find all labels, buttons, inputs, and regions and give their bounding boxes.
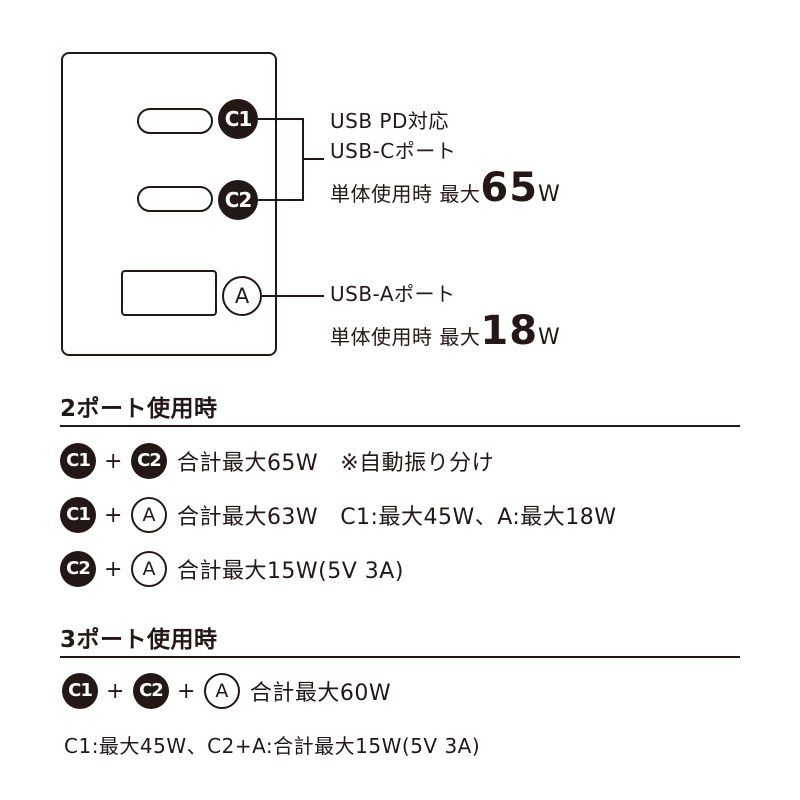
- c1-badge: C1: [62, 673, 98, 709]
- three-port-footnote: C1:最大45W、C2+A:合計最大15W(5V 3A): [64, 734, 481, 758]
- usb-c-spec-line3: 単体使用時 最大65W: [330, 165, 561, 211]
- usb-a-spec-line1: USB-Aポート: [330, 282, 456, 306]
- combo-row-c1-a: C1 + A 合計最大63W C1:最大45W、A:最大18W: [60, 497, 617, 533]
- combo-note: C1:最大45W、A:最大18W: [340, 505, 617, 530]
- connector-c-spec: [302, 158, 324, 160]
- c2-badge: C2: [130, 443, 167, 479]
- a-badge: A: [203, 673, 240, 709]
- c1-badge: C1: [218, 99, 258, 139]
- combo-row-all: C1 + C2 + A 合計最大60W: [62, 673, 391, 709]
- two-port-title: 2ポート使用時: [60, 396, 218, 422]
- connector-a: [262, 295, 324, 297]
- combo-row-c1-c2: C1 + C2 合計最大65W ※自動振り分け: [60, 443, 494, 479]
- two-port-divider: [60, 425, 740, 427]
- combo-desc: 合計最大65W: [176, 451, 319, 476]
- connector-c2: [258, 199, 304, 201]
- usb-a-port: [121, 270, 217, 316]
- combo-desc: 合計最大63W: [176, 505, 319, 530]
- usb-a-max-value: 18: [480, 308, 539, 354]
- combo-desc: 合計最大60W: [249, 681, 392, 706]
- a-badge: A: [222, 276, 262, 316]
- a-badge: A: [130, 497, 167, 533]
- combo-row-c2-a: C2 + A 合計最大15W(5V 3A): [60, 551, 404, 587]
- usb-c-port-2: [137, 186, 213, 212]
- usb-a-spec-line2: 単体使用時 最大18W: [330, 308, 561, 354]
- usb-c-spec: USB PD対応 USB-Cポート 単体使用時 最大65W: [330, 109, 561, 212]
- combo-note: ※自動振り分け: [340, 451, 495, 476]
- combo-desc: 合計最大15W(5V 3A): [176, 559, 404, 584]
- three-port-title: 3ポート使用時: [60, 627, 218, 653]
- usb-c-spec-line2: USB-Cポート: [330, 139, 457, 163]
- usb-c-max-value: 65: [480, 165, 539, 211]
- usb-c-spec-line1: USB PD対応: [330, 109, 449, 133]
- c1-badge: C1: [60, 497, 96, 533]
- a-badge: A: [130, 551, 167, 587]
- c2-badge: C2: [60, 551, 96, 587]
- c2-badge: C2: [132, 673, 169, 709]
- usb-a-spec: USB-Aポート 単体使用時 最大18W: [330, 282, 561, 355]
- three-port-divider: [60, 656, 740, 658]
- connector-c1: [258, 118, 304, 120]
- usb-c-port-1: [137, 108, 213, 134]
- c2-badge: C2: [218, 180, 258, 220]
- c1-badge: C1: [60, 443, 96, 479]
